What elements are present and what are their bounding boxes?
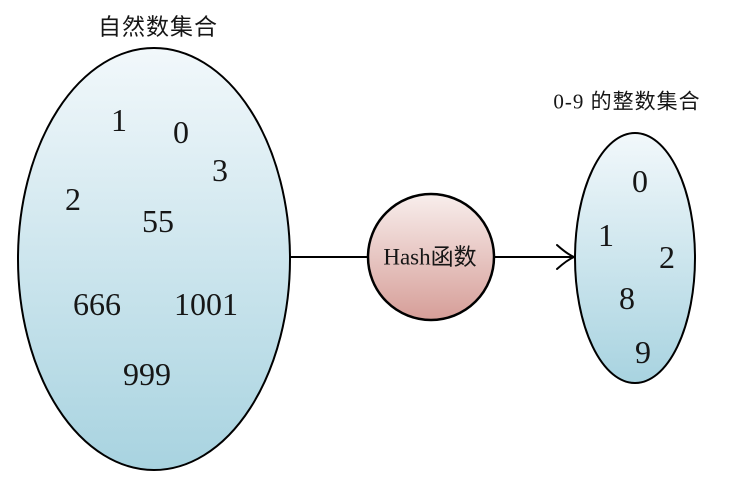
right-set-number: 0: [632, 163, 648, 199]
right-set-number: 8: [619, 280, 635, 316]
natural-numbers-set-ellipse: [17, 47, 291, 471]
left-set-number: 2: [65, 181, 81, 217]
left-set-number: 666: [73, 286, 121, 322]
left-set-number: 1001: [174, 286, 238, 322]
left-set-title: 自然数集合: [98, 14, 218, 40]
hash-node-label: Hash函数: [383, 244, 477, 270]
left-set-number: 55: [142, 203, 174, 239]
right-set-number: 9: [635, 334, 651, 370]
integer-set-ellipse: [574, 132, 696, 384]
left-set-number: 0: [173, 114, 189, 150]
left-set-number: 1: [111, 102, 127, 138]
left-set-number: 999: [123, 356, 171, 392]
right-set-number: 2: [659, 239, 675, 275]
hash-function-circle: [366, 192, 496, 322]
arrow-head-icon: [556, 244, 577, 270]
right-set-number: 1: [598, 217, 614, 253]
left-set-number: 3: [212, 152, 228, 188]
right-set-title: 0-9 的整数集合: [553, 89, 701, 114]
